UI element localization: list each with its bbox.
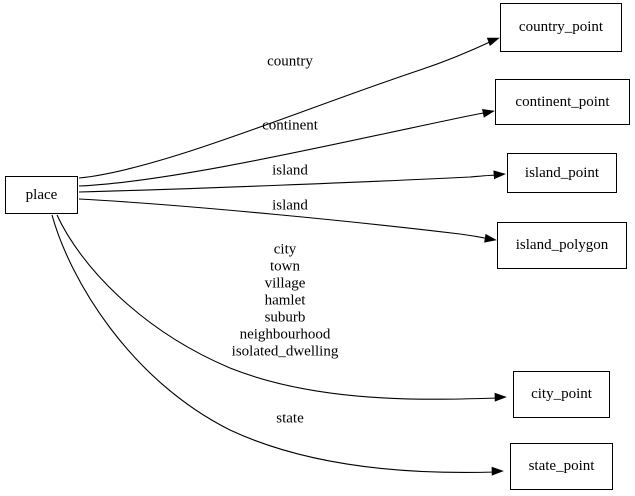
- node-island_polygon[interactable]: island_polygon: [497, 222, 627, 269]
- edge-line-continent_point: [78, 111, 490, 187]
- edge-line-state_point: [51, 214, 497, 474]
- edge-line-island_point: [78, 174, 500, 193]
- arrowhead-continent_point: [482, 109, 495, 118]
- edge-label-island_polygon: island: [272, 197, 308, 214]
- edge-label-country_point: country: [267, 53, 313, 70]
- arrowhead-country_point: [486, 37, 500, 47]
- edge-label-continent_point: continent: [262, 117, 318, 134]
- node-state_point[interactable]: state_point: [510, 443, 613, 490]
- edge-line-island_polygon: [78, 198, 491, 240]
- node-place[interactable]: place: [5, 176, 78, 214]
- arrowhead-island_polygon: [484, 233, 497, 243]
- edge-label-city_point: city town village hamlet suburb neighbou…: [231, 241, 339, 360]
- node-country_point[interactable]: country_point: [500, 3, 622, 52]
- edge-label-state_point: state: [276, 410, 304, 427]
- edge-line-city_point: [56, 214, 499, 400]
- node-island_point[interactable]: island_point: [507, 153, 617, 193]
- edge-label-island_point: island: [272, 162, 308, 179]
- edge-line-country_point: [78, 40, 493, 179]
- arrowhead-state_point: [491, 466, 504, 476]
- node-city_point[interactable]: city_point: [513, 371, 610, 418]
- arrowhead-island_point: [493, 170, 506, 180]
- arrowhead-city_point: [494, 392, 507, 402]
- node-continent_point[interactable]: continent_point: [495, 79, 630, 125]
